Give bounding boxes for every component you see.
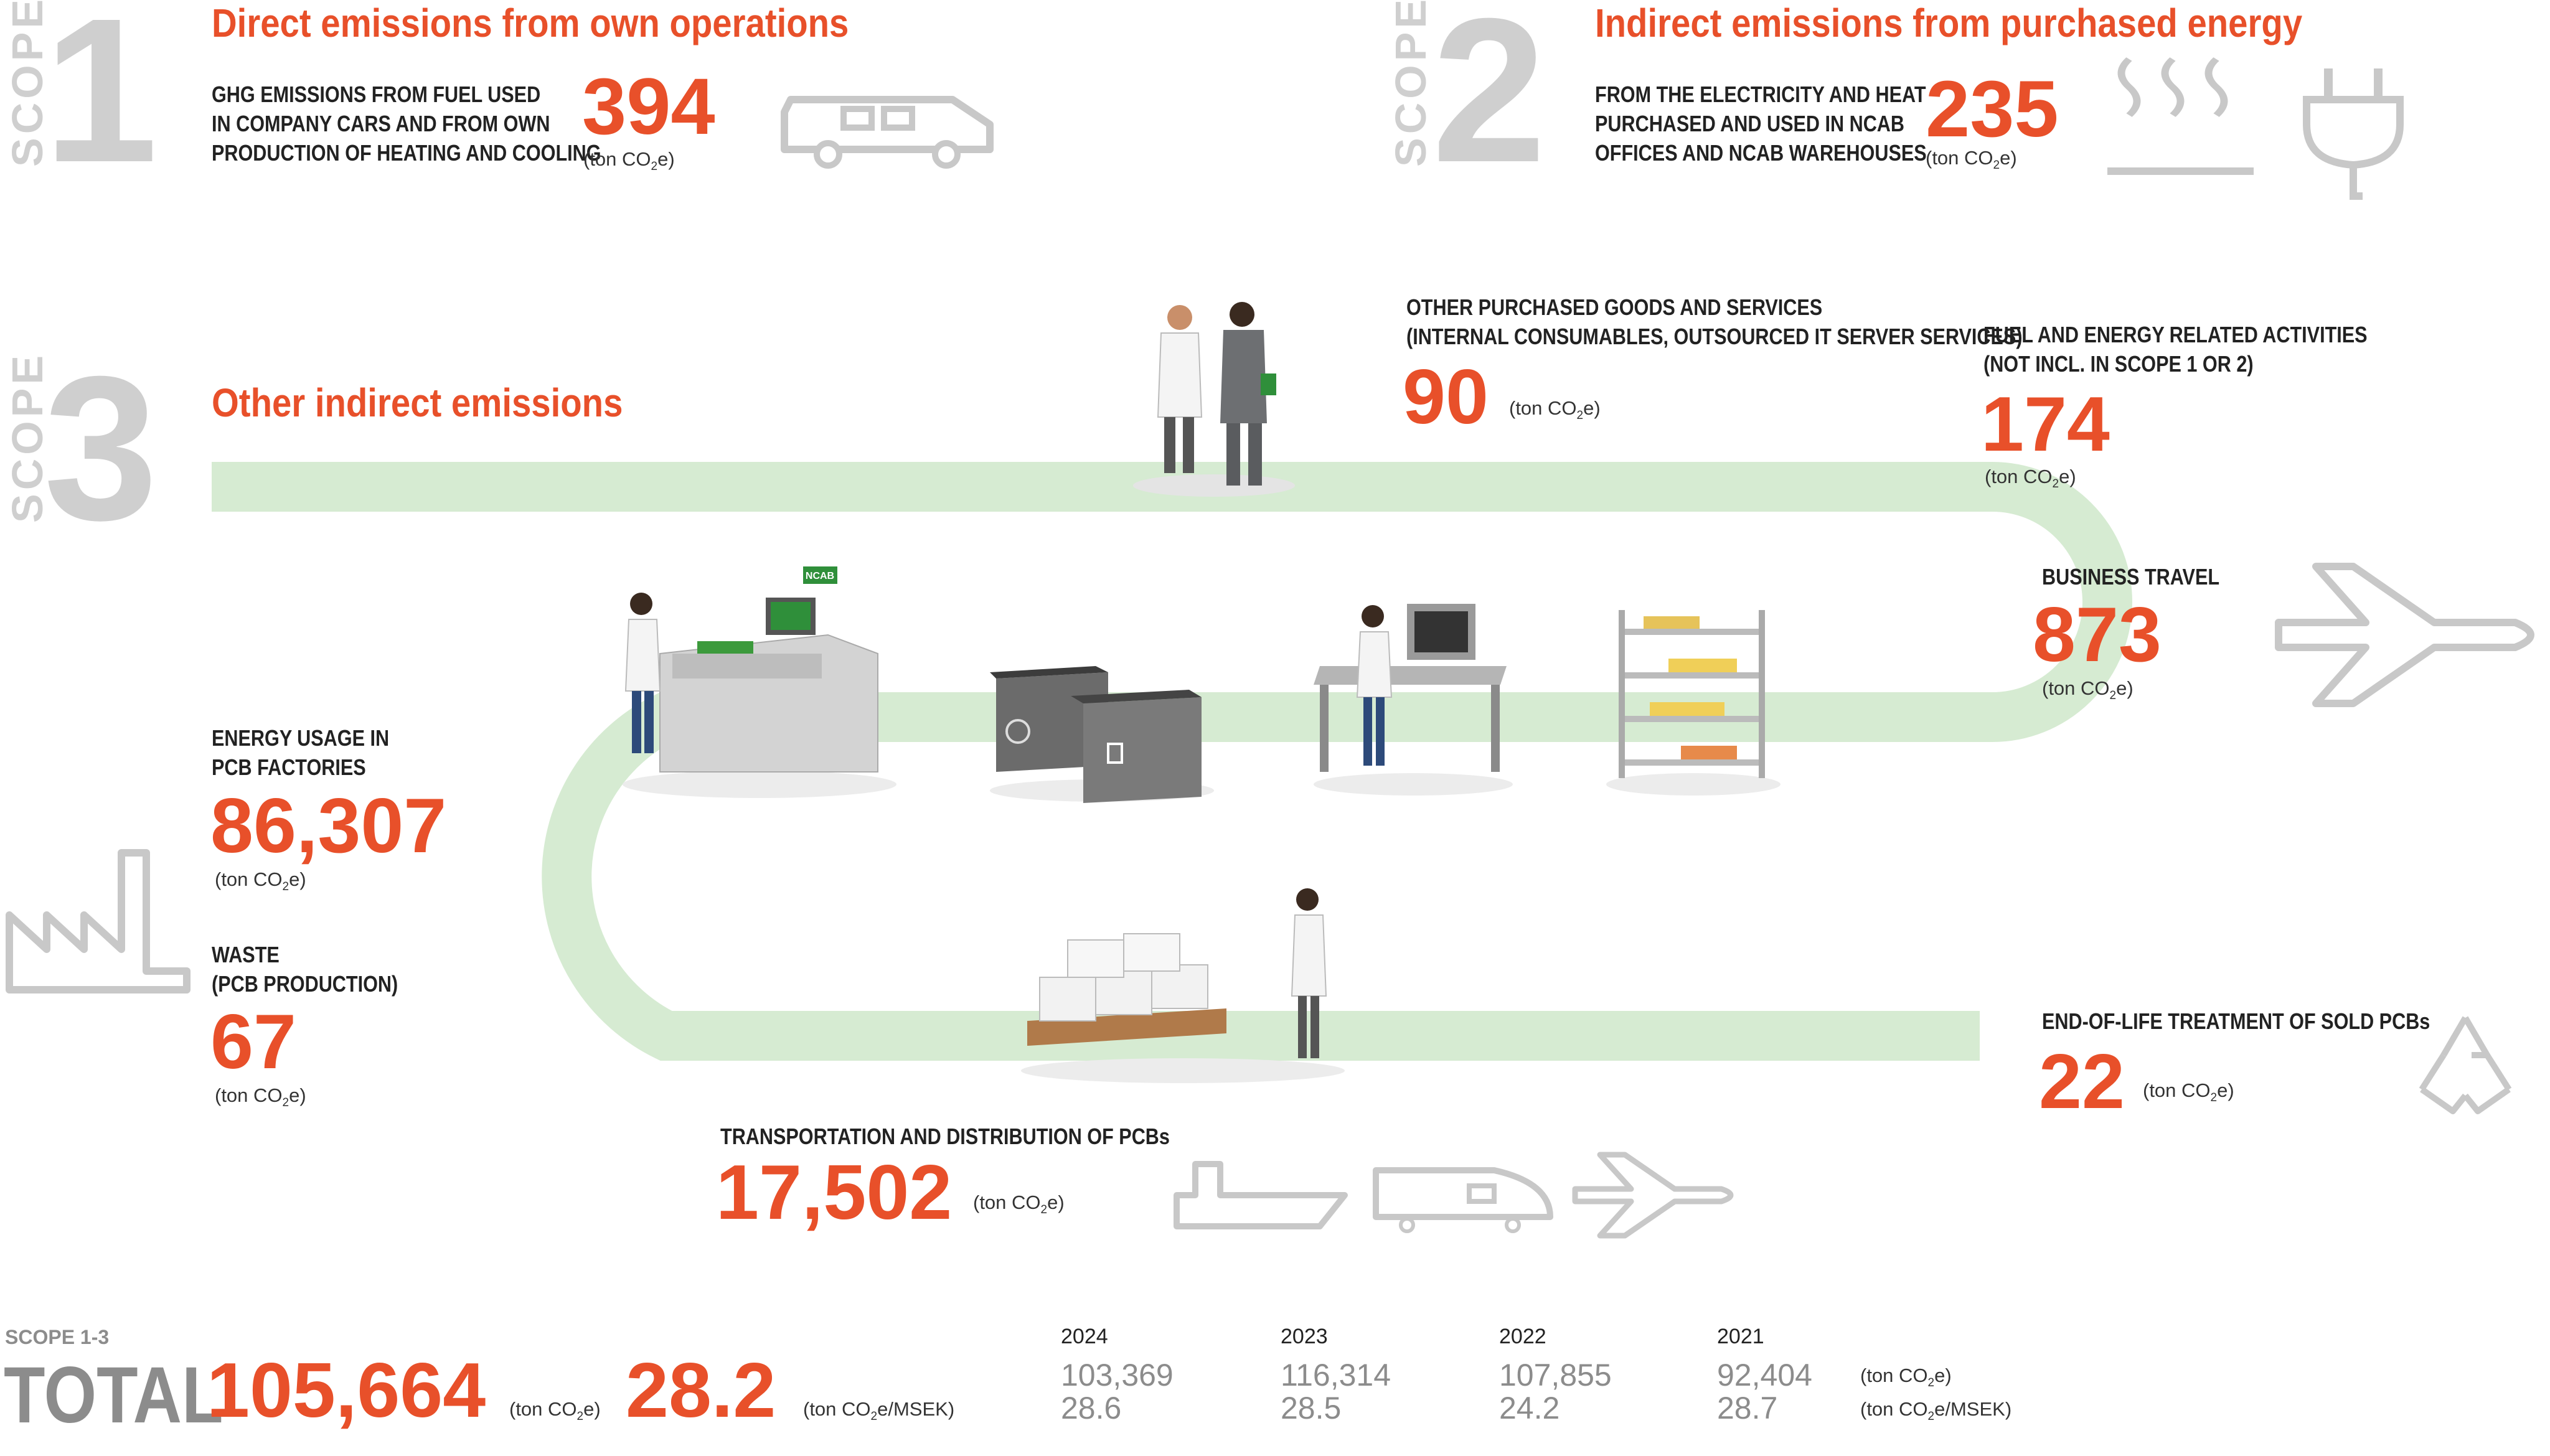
- total-intensity-unit: (ton CO2e/MSEK): [803, 1398, 955, 1424]
- history-intensity: 24.2: [1499, 1391, 1560, 1425]
- bins-illustration: [990, 666, 1214, 803]
- heat-icon: [2107, 57, 2254, 175]
- train-icon: [1373, 1167, 1553, 1233]
- plane-icon: [1572, 1152, 1734, 1239]
- history-unit: (ton CO2e): [1860, 1364, 1952, 1390]
- transport-label: TRANSPORTATION AND DISTRIBUTION OF PCBs: [720, 1124, 1170, 1149]
- scope2-number: 2: [1432, 0, 1546, 205]
- ship-icon: [1174, 1161, 1348, 1229]
- total-label: TOTAL: [4, 1351, 223, 1440]
- people-illustration: [1133, 302, 1295, 497]
- pallet-person-illustration: [1021, 888, 1345, 1083]
- scope1-title: Direct emissions from own operations: [212, 1, 849, 45]
- goods-value: 90: [1403, 354, 1489, 440]
- history-value: 103,369: [1061, 1358, 1174, 1393]
- transport-value: 17,502: [716, 1150, 953, 1236]
- travel-value: 873: [2033, 592, 2162, 678]
- history-intensity: 28.5: [1281, 1391, 1342, 1425]
- eol-label: END-OF-LIFE TREATMENT OF SOLD PCBs: [2042, 1008, 2430, 1034]
- shelf-illustration: [1606, 610, 1781, 796]
- total-unit: (ton CO2e): [509, 1398, 601, 1424]
- goods-unit: (ton CO2e): [1509, 397, 1601, 423]
- waste-unit: (ton CO2e): [215, 1084, 306, 1110]
- scope2-label: FROM THE ELECTRICITY AND HEAT PURCHASED …: [1595, 82, 1927, 166]
- history-value: 92,404: [1717, 1358, 1812, 1393]
- travel-label: BUSINESS TRAVEL: [2042, 564, 2220, 589]
- recycle-icon: [2419, 1016, 2512, 1114]
- plug-icon: [2303, 68, 2404, 200]
- fuel-unit: (ton CO2e): [1985, 466, 2076, 491]
- energy-unit: (ton CO2e): [215, 868, 306, 894]
- factory-machine-illustration: NCAB: [623, 566, 896, 798]
- travel-unit: (ton CO2e): [2042, 677, 2134, 703]
- factory-icon: [6, 849, 191, 993]
- scope1-value: 394: [582, 62, 715, 151]
- history-year: 2024: [1061, 1325, 1108, 1348]
- recycle-bin-icon: [1005, 719, 1030, 744]
- scope2-unit: (ton CO2e): [1926, 147, 2017, 172]
- scope3-title: Other indirect emissions: [212, 380, 623, 425]
- scope2-value: 235: [1926, 65, 2059, 154]
- scope1-unit: (ton CO2e): [583, 148, 675, 174]
- fuel-value: 174: [1981, 382, 2110, 467]
- scope3-number: 3: [44, 333, 158, 563]
- eol-value: 22: [2039, 1039, 2125, 1125]
- scope1-number: 1: [44, 0, 158, 205]
- energy-label: ENERGY USAGE IN PCB FACTORIES: [212, 725, 390, 780]
- history-year: 2021: [1717, 1325, 1764, 1348]
- history-value: 107,855: [1499, 1358, 1612, 1393]
- computer-desk-illustration: [1314, 604, 1513, 796]
- car-icon: [781, 96, 994, 169]
- waste-label: WASTE (PCB PRODUCTION): [212, 942, 398, 997]
- airplane-icon: [2275, 563, 2534, 707]
- scope2-title: Indirect emissions from purchased energy: [1595, 1, 2303, 45]
- history-intensity-unit: (ton CO2e/MSEK): [1860, 1398, 2012, 1424]
- energy-value: 86,307: [210, 783, 447, 869]
- waste-value: 67: [210, 999, 296, 1085]
- history-intensity: 28.7: [1717, 1391, 1778, 1425]
- eol-unit: (ton CO2e): [2143, 1079, 2234, 1105]
- total-value: 105,664: [207, 1348, 486, 1434]
- trash-bin-icon: [1107, 743, 1123, 764]
- history-year: 2023: [1281, 1325, 1328, 1348]
- total-scope-label: SCOPE 1-3: [5, 1326, 110, 1348]
- history-intensity: 28.6: [1061, 1391, 1122, 1425]
- goods-label: OTHER PURCHASED GOODS AND SERVICES (INTE…: [1406, 294, 2023, 349]
- transport-unit: (ton CO2e): [973, 1191, 1065, 1217]
- history-value: 116,314: [1281, 1358, 1391, 1393]
- history-year: 2022: [1499, 1325, 1546, 1348]
- fuel-label: FUEL AND ENERGY RELATED ACTIVITIES (NOT …: [1983, 322, 2368, 377]
- total-intensity: 28.2: [626, 1348, 776, 1434]
- ncab-sign: NCAB: [806, 571, 834, 581]
- scope1-label: GHG EMISSIONS FROM FUEL USED IN COMPANY …: [212, 82, 601, 166]
